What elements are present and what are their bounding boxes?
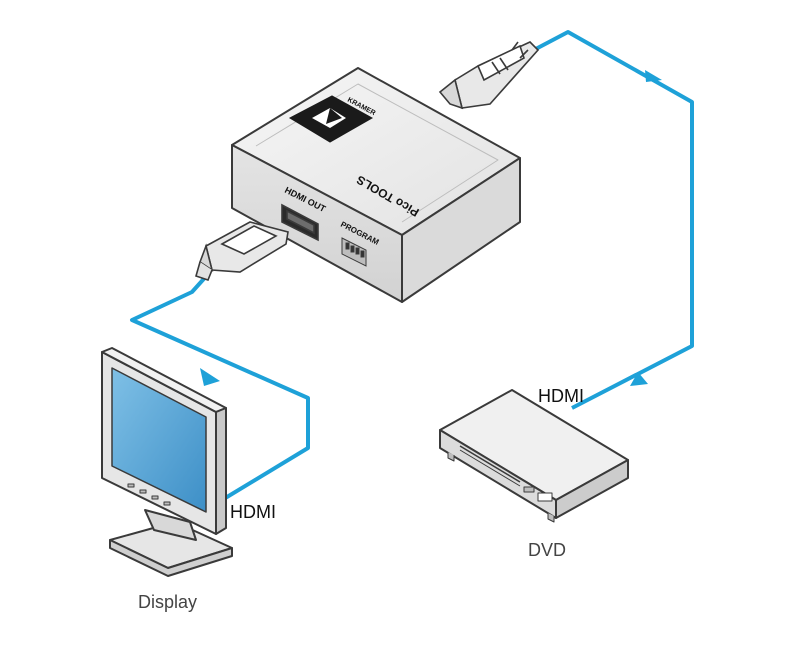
hdmi-cable-dvd: [529, 30, 694, 410]
hdmi-out-port: [281, 203, 319, 242]
dvd-player-icon: [439, 389, 629, 523]
hdmi-plug-transmitter: [195, 221, 289, 281]
display-monitor-icon: [101, 347, 233, 577]
cable-arrow-dvd: [630, 372, 648, 386]
dvd-cable-label: HDMI: [538, 386, 584, 406]
cable-arrow-display: [200, 368, 220, 386]
cable-arrow-dvd-top: [645, 70, 662, 82]
display-cable-label: HDMI: [230, 502, 276, 522]
hdmi-plug-top: [438, 41, 540, 110]
dvd-label: DVD: [528, 540, 567, 560]
display-label: Display: [138, 592, 198, 612]
program-dip-switch: [341, 237, 367, 267]
